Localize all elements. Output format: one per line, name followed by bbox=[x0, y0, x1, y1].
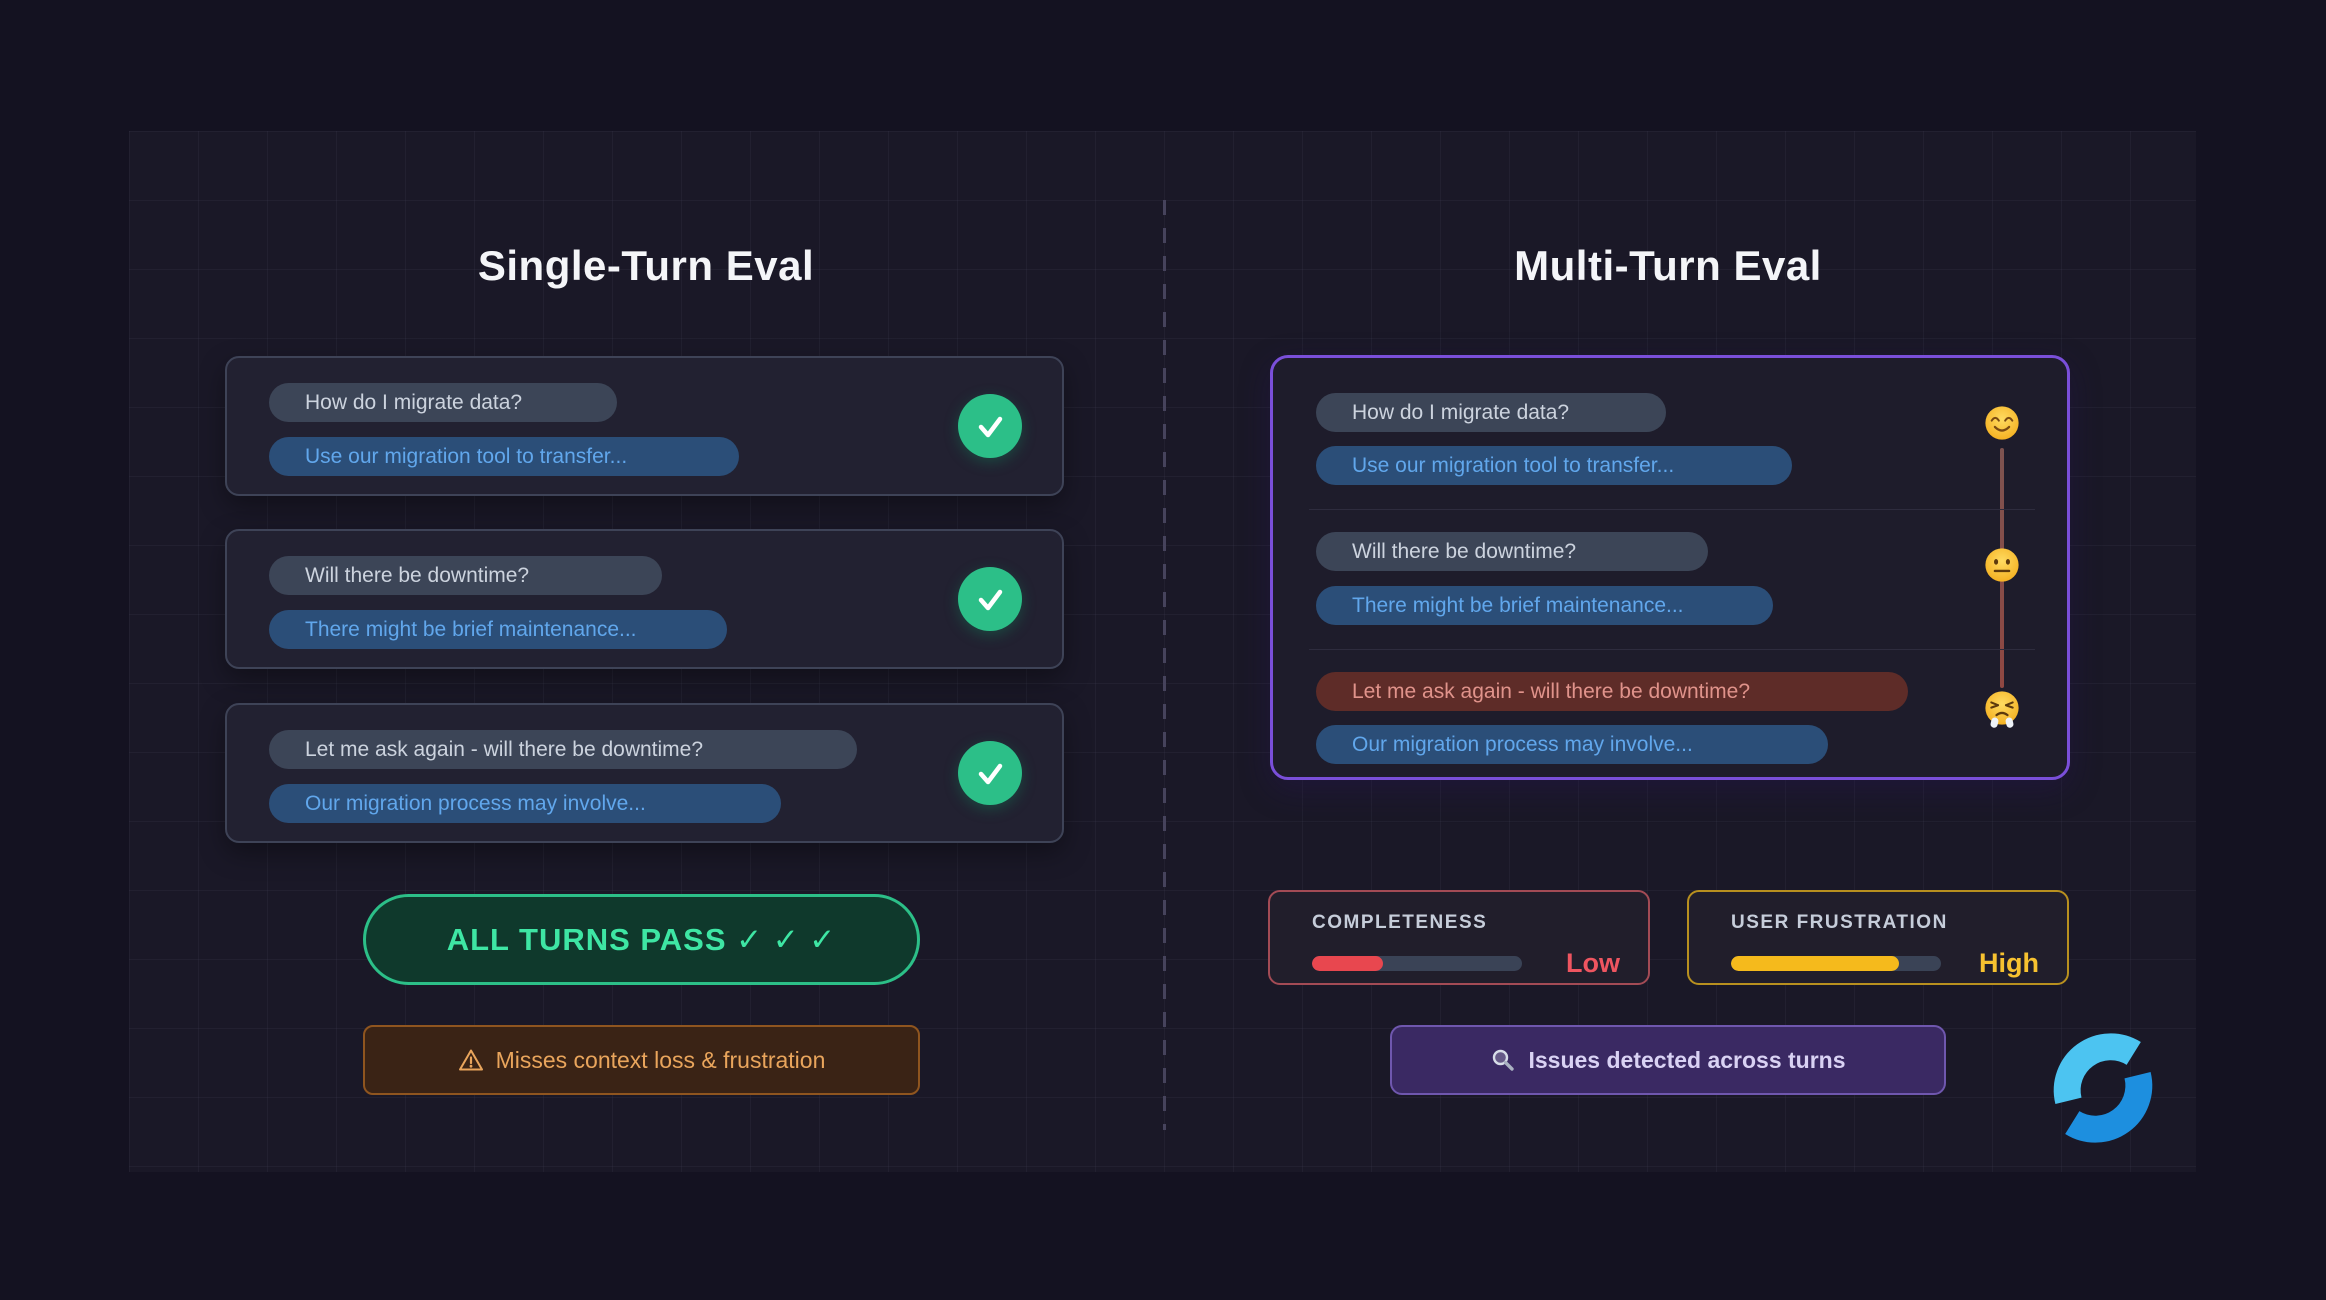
single-turn-card-2: Will there be downtime? There might be b… bbox=[225, 529, 1064, 669]
assistant-message-bubble: Our migration process may involve... bbox=[1316, 725, 1828, 764]
checkmark-icon bbox=[978, 589, 1003, 611]
warning-triangle-icon bbox=[458, 1049, 483, 1071]
metric-label: USER FRUSTRATION bbox=[1731, 912, 1948, 933]
metric-label: COMPLETENESS bbox=[1312, 912, 1488, 933]
user-message-bubble: Will there be downtime? bbox=[1316, 532, 1708, 571]
assistant-message-bubble: Use our migration tool to transfer... bbox=[269, 437, 739, 476]
missed-context-warning-badge[interactable]: Misses context loss & frustration bbox=[363, 1025, 920, 1095]
pass-check-badge bbox=[958, 567, 1022, 631]
magnifier-icon bbox=[1493, 1049, 1515, 1071]
completeness-meter-fill bbox=[1312, 956, 1384, 971]
assistant-message-bubble: There might be brief maintenance... bbox=[269, 610, 727, 649]
turn-separator bbox=[1309, 649, 2035, 650]
column-divider-dashed-line bbox=[1163, 200, 1166, 1130]
pass-check-badge bbox=[958, 394, 1022, 458]
metric-level-value: High bbox=[1979, 948, 2039, 978]
frustration-meter-fill bbox=[1731, 956, 1899, 971]
single-turn-card-1: How do I migrate data? Use our migration… bbox=[225, 356, 1064, 496]
warning-text: Misses context loss & frustration bbox=[495, 1046, 826, 1073]
checkmark-icon bbox=[978, 763, 1003, 785]
frustration-meter bbox=[1731, 956, 1941, 971]
user-message-bubble: Will there be downtime? bbox=[269, 556, 662, 595]
pass-check-badge bbox=[958, 741, 1022, 805]
assistant-message-bubble: Our migration process may involve... bbox=[269, 784, 781, 823]
sync-arrows-logo bbox=[2039, 1024, 2167, 1152]
insight-text: Issues detected across turns bbox=[1528, 1046, 1846, 1073]
user-frustration-metric-card: USER FRUSTRATION High bbox=[1687, 890, 2069, 985]
user-message-bubble: How do I migrate data? bbox=[1316, 393, 1666, 432]
multi-turn-card: How do I migrate data? Use our migration… bbox=[1270, 355, 2070, 780]
user-message-bubble-flagged: Let me ask again - will there be downtim… bbox=[1316, 672, 1908, 711]
multi-turn-title: Multi-Turn Eval bbox=[1514, 242, 1822, 289]
angry-steam-emoji-icon bbox=[1983, 689, 2021, 728]
completeness-meter bbox=[1312, 956, 1522, 971]
completeness-metric-card: COMPLETENESS Low bbox=[1268, 890, 1650, 985]
turn-separator bbox=[1309, 509, 2035, 510]
happy-face-emoji-icon bbox=[1983, 404, 2021, 442]
assistant-message-bubble: There might be brief maintenance... bbox=[1316, 586, 1773, 625]
user-message-bubble: Let me ask again - will there be downtim… bbox=[269, 730, 857, 769]
single-turn-card-3: Let me ask again - will there be downtim… bbox=[225, 703, 1064, 843]
neutral-face-emoji-icon bbox=[1983, 546, 2021, 584]
user-message-bubble: How do I migrate data? bbox=[269, 383, 617, 422]
issues-detected-button[interactable]: Issues detected across turns bbox=[1390, 1025, 1946, 1095]
assistant-message-bubble: Use our migration tool to transfer... bbox=[1316, 446, 1792, 485]
checkmark-icon bbox=[978, 416, 1003, 438]
all-turns-pass-button[interactable]: ALL TURNS PASS ✓ ✓ ✓ bbox=[363, 894, 920, 985]
metric-level-value: Low bbox=[1566, 948, 1620, 978]
single-turn-title: Single-Turn Eval bbox=[477, 242, 815, 289]
